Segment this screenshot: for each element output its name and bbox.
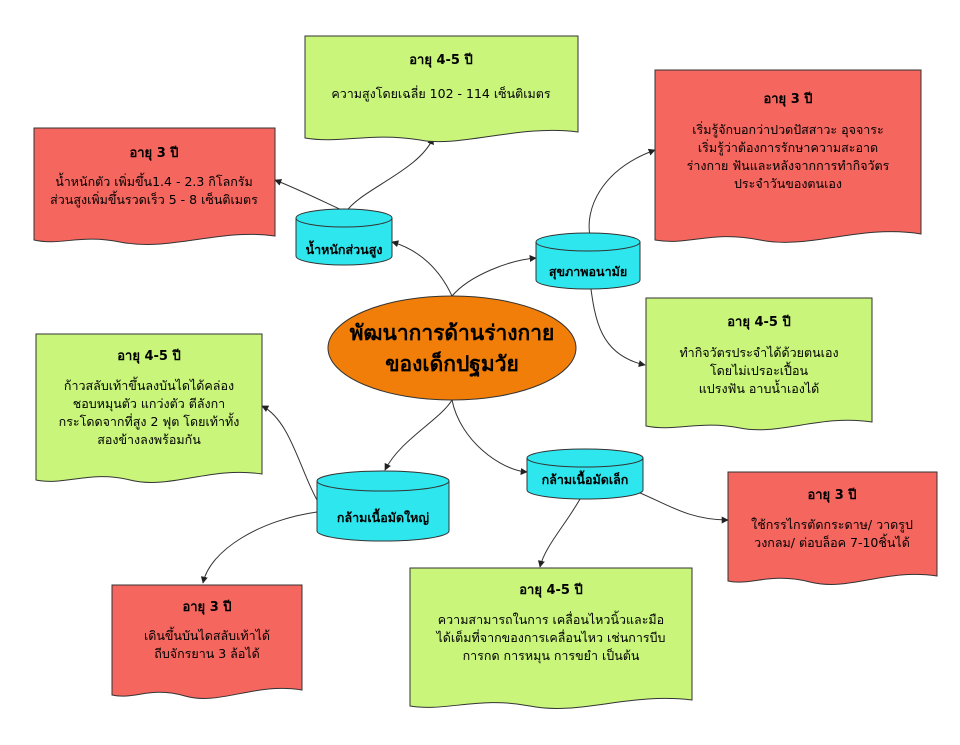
connector-center-fine [451, 399, 528, 476]
category-label: น้ำหนักส่วนสูง [306, 240, 383, 258]
category-label: สุขภาพอนามัย [549, 264, 627, 280]
category-label: กล้ามเนื้อมัดเล็ก [542, 470, 629, 487]
category-gross-motor: กล้ามเนื้อมัดใหญ่ [316, 470, 450, 542]
box-line: ร่างกาย ฟันและหลังจากการทำกิจวัตร [687, 158, 890, 173]
document-box-wh-age45: อายุ 4-5 ปี ความสูงโดยเฉลี่ย 102 - 114 เ… [304, 35, 579, 143]
box-line: เริ่มรู้ว่าต้องการรักษาความสะอาด [698, 139, 878, 156]
connector-health-age3 [588, 148, 656, 237]
box-line: ทำกิจวัตรประจำได้ด้วยตนเอง [679, 345, 838, 360]
box-line: ส่วนสูงเพิ่มขึ้นรวดเร็ว 5 - 8 เซ็นติเมตร [50, 190, 258, 208]
box-line: น้ำหนักตัว เพิ่มขึ้น1.4 - 2.3 กิโลกรัม [55, 172, 253, 189]
box-line: กระโดดจากที่สูง 2 ฟุต โดยเท้าทั้ง [59, 412, 240, 430]
category-fine-motor: กล้ามเนื้อมัดเล็ก [526, 448, 644, 500]
box-title: อายุ 4-5 ปี [727, 314, 791, 330]
box-line: ประจำวันของตนเอง [734, 176, 842, 191]
box-title: อายุ 4-5 ปี [117, 348, 181, 364]
box-title: อายุ 4-5 ปี [519, 582, 583, 598]
box-line: แปรงฟัน อาบน้ำเองได้ [699, 379, 820, 396]
document-box-gross-age3: อายุ 3 ปี เดินขึ้นบันไดสลับเท้าได้ ถีบจั… [111, 584, 303, 699]
connector-center-gross [384, 399, 453, 471]
box-title: อายุ 3 ปี [129, 145, 178, 161]
box-line: วงกลม/ ต่อบล็อค 7-10ชิ้นได้ [754, 533, 910, 550]
box-line: ถีบจักรยาน 3 ล้อได้ [154, 646, 259, 661]
box-line: โดยไม่เปรอะเปื้อน [710, 361, 809, 378]
box-title: อายุ 3 ปี [763, 91, 812, 107]
document-box-gross-age45: อายุ 4-5 ปี ก้าวสลับเท้าขึ้นลงบันไดได้คล… [35, 333, 263, 483]
box-line: สองข้างลงพร้อมกัน [97, 432, 201, 447]
central-topic-line-2: ของเด็กปฐมวัย [385, 350, 519, 378]
box-line: เริ่มรู้จักบอกว่าปวดปัสสาวะ อุจจาระ [692, 121, 883, 138]
connector-gross-age45 [261, 405, 318, 501]
connector-fine-age45 [537, 489, 586, 568]
connector-wh-age3 [274, 179, 347, 213]
category-health: สุขภาพอนามัย [535, 232, 641, 290]
document-box-health-age45: อายุ 4-5 ปี ทำกิจวัตรประจำได้ด้วยตนเอง โ… [645, 297, 873, 431]
category-weight-height: น้ำหนักส่วนสูง [295, 208, 393, 266]
connector-gross-age3 [200, 511, 318, 584]
box-line: ได้เต็มที่จากของการเคลื่อนไหว เช่นการบีบ [436, 629, 666, 645]
central-topic: พัฒนาการด้านร่างกาย ของเด็กปฐมวัย [327, 295, 577, 401]
box-title: อายุ 3 ปี [807, 487, 856, 503]
connector-center-health [451, 254, 537, 297]
document-box-wh-age3: อายุ 3 ปี น้ำหนักตัว เพิ่มขึ้น1.4 - 2.3 … [33, 127, 276, 245]
box-line: ความสามารถในการ เคลื่อนไหวนิ้วและมือ [438, 610, 664, 627]
box-line: ชอบหมุนตัว แกว่งตัว ตีลังกา [73, 396, 225, 412]
category-label: กล้ามเนื้อมัดใหญ่ [337, 508, 430, 525]
document-box-fine-age45: อายุ 4-5 ปี ความสามารถในการ เคลื่อนไหวนิ… [409, 567, 693, 709]
connector-health-age45 [589, 281, 646, 368]
connector-wh-age45 [345, 137, 434, 213]
box-title: อายุ 4-5 ปี [409, 52, 473, 68]
box-line: เดินขึ้นบันไดสลับเท้าได้ [144, 626, 270, 643]
document-box-health-age3: อายุ 3 ปี เริ่มรู้จักบอกว่าปวดปัสสาวะ อุ… [654, 69, 922, 243]
box-line: ความสูงโดยเฉลี่ย 102 - 114 เซ็นติเมตร [331, 85, 550, 102]
box-line: ใช้กรรไกรตัดกระดาษ/ วาดรูป [751, 517, 913, 533]
box-title: อายุ 3 ปี [182, 599, 231, 615]
central-topic-line-1: พัฒนาการด้านร่างกาย [350, 321, 555, 345]
connector-center-weight-height [391, 240, 453, 297]
box-line: การกด การหมุน การขยำ เป็นต้น [463, 648, 640, 664]
document-box-fine-age3: อายุ 3 ปี ใช้กรรไกรตัดกระดาษ/ วาดรูป วงก… [727, 471, 938, 585]
box-line: ก้าวสลับเท้าขึ้นลงบันไดได้คล่อง [64, 376, 234, 393]
